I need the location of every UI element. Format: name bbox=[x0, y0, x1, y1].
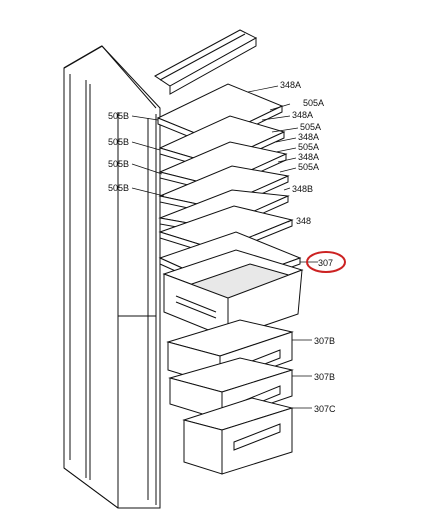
label-505A-1: 505A bbox=[303, 98, 324, 108]
label-505B-1: 505B bbox=[108, 111, 129, 121]
label-505B-4: 505B bbox=[108, 183, 129, 193]
label-307: 307 bbox=[318, 258, 333, 268]
top-trim bbox=[154, 29, 258, 95]
label-505A-3: 505A bbox=[298, 142, 319, 152]
label-348A-2: 348A bbox=[292, 110, 313, 120]
cabinet bbox=[63, 45, 161, 509]
label-505B-2: 505B bbox=[108, 137, 129, 147]
leader-lines bbox=[131, 85, 318, 409]
label-307B-1: 307B bbox=[314, 336, 335, 346]
label-505A-4: 505A bbox=[298, 162, 319, 172]
label-505B-3: 505B bbox=[108, 159, 129, 169]
highlight-circle-307 bbox=[306, 251, 346, 273]
label-348A-3: 348A bbox=[298, 132, 319, 142]
label-307B-2: 307B bbox=[314, 372, 335, 382]
label-348A-top: 348A bbox=[280, 80, 301, 90]
label-348A-4: 348A bbox=[298, 152, 319, 162]
label-348B: 348B bbox=[292, 184, 313, 194]
label-307C: 307C bbox=[314, 404, 336, 414]
drawer-307C bbox=[182, 397, 294, 475]
label-505A-2: 505A bbox=[300, 122, 321, 132]
label-348: 348 bbox=[296, 216, 311, 226]
